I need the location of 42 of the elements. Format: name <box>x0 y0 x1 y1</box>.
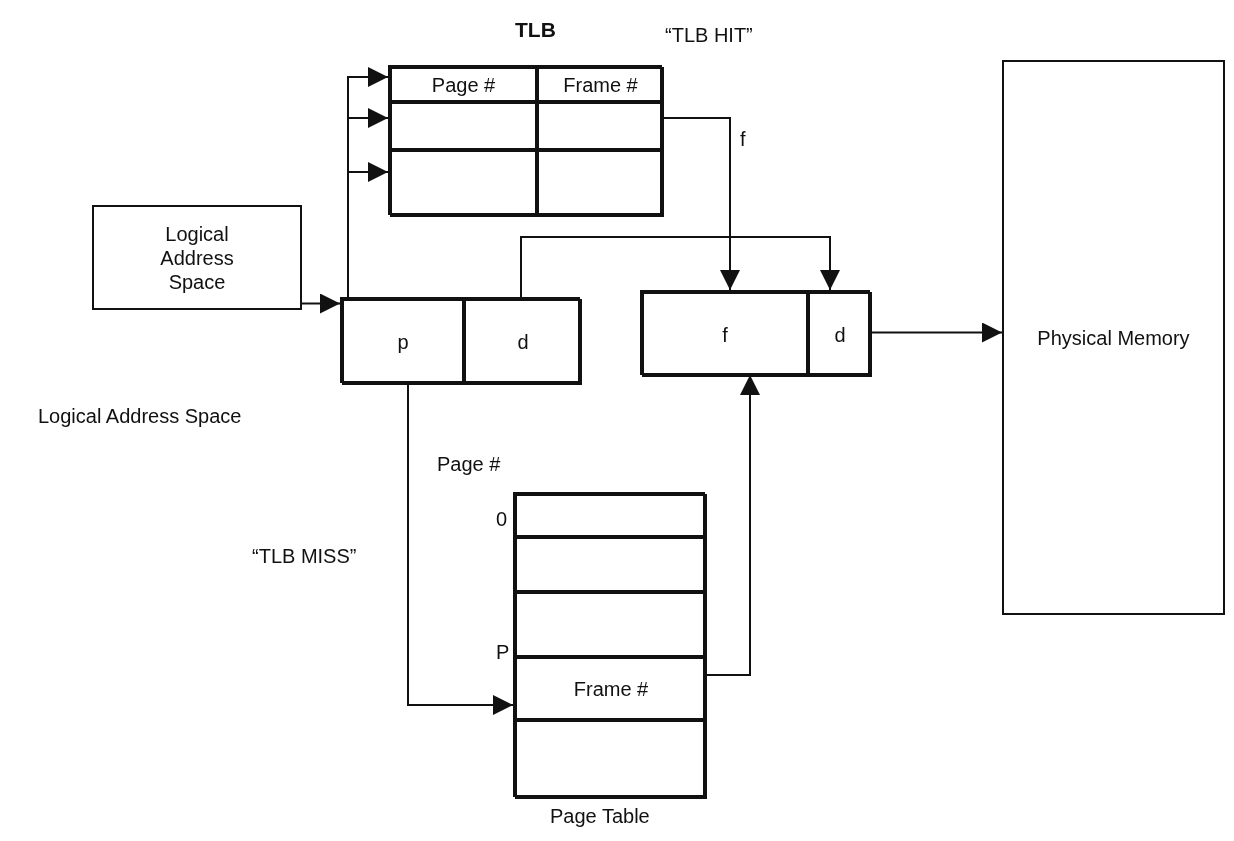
arrow <box>301 293 341 314</box>
table-cell <box>808 292 872 377</box>
table-cell <box>390 150 537 217</box>
table-cell <box>642 292 808 377</box>
node-label: Frame # <box>563 72 638 97</box>
table-cell <box>537 102 664 150</box>
logical-address-register <box>340 297 580 383</box>
node-label: Page # <box>431 72 496 97</box>
table-cell <box>342 299 464 385</box>
table-cell <box>390 102 537 150</box>
table-cell <box>515 657 707 720</box>
arrow <box>407 382 514 715</box>
annotation-label: 0 <box>496 508 508 531</box>
node-label: d <box>517 330 529 354</box>
node-label: Physical Memory <box>1037 325 1190 350</box>
table-cell <box>537 67 664 102</box>
node-label: f <box>722 322 728 347</box>
node-label: Page # <box>437 452 501 476</box>
physical-address-register <box>640 290 870 375</box>
table-cell <box>515 537 707 592</box>
arrow <box>704 374 760 676</box>
table-cell <box>515 720 707 799</box>
table-cell <box>390 67 537 102</box>
arrow <box>347 162 389 298</box>
node-label: Frame # <box>573 676 649 701</box>
node-label: p <box>397 330 409 354</box>
node-label: Logical Address Space <box>159 221 235 294</box>
node-label: d <box>834 322 846 347</box>
process-box <box>92 205 302 310</box>
memory-block <box>1002 60 1225 615</box>
table-cell <box>537 150 664 217</box>
annotation-label: P <box>496 641 510 664</box>
arrow <box>520 236 840 298</box>
table-cell <box>464 299 582 385</box>
node-label: Page Table <box>550 804 650 828</box>
table-cell <box>515 494 707 537</box>
annotation-label: “TLB HIT” <box>665 24 753 47</box>
annotation-label: Logical Address Space <box>38 405 242 428</box>
table-cell <box>515 592 707 657</box>
arrow <box>869 322 1003 343</box>
arrow <box>661 117 740 291</box>
table-title: TLB <box>515 17 556 43</box>
